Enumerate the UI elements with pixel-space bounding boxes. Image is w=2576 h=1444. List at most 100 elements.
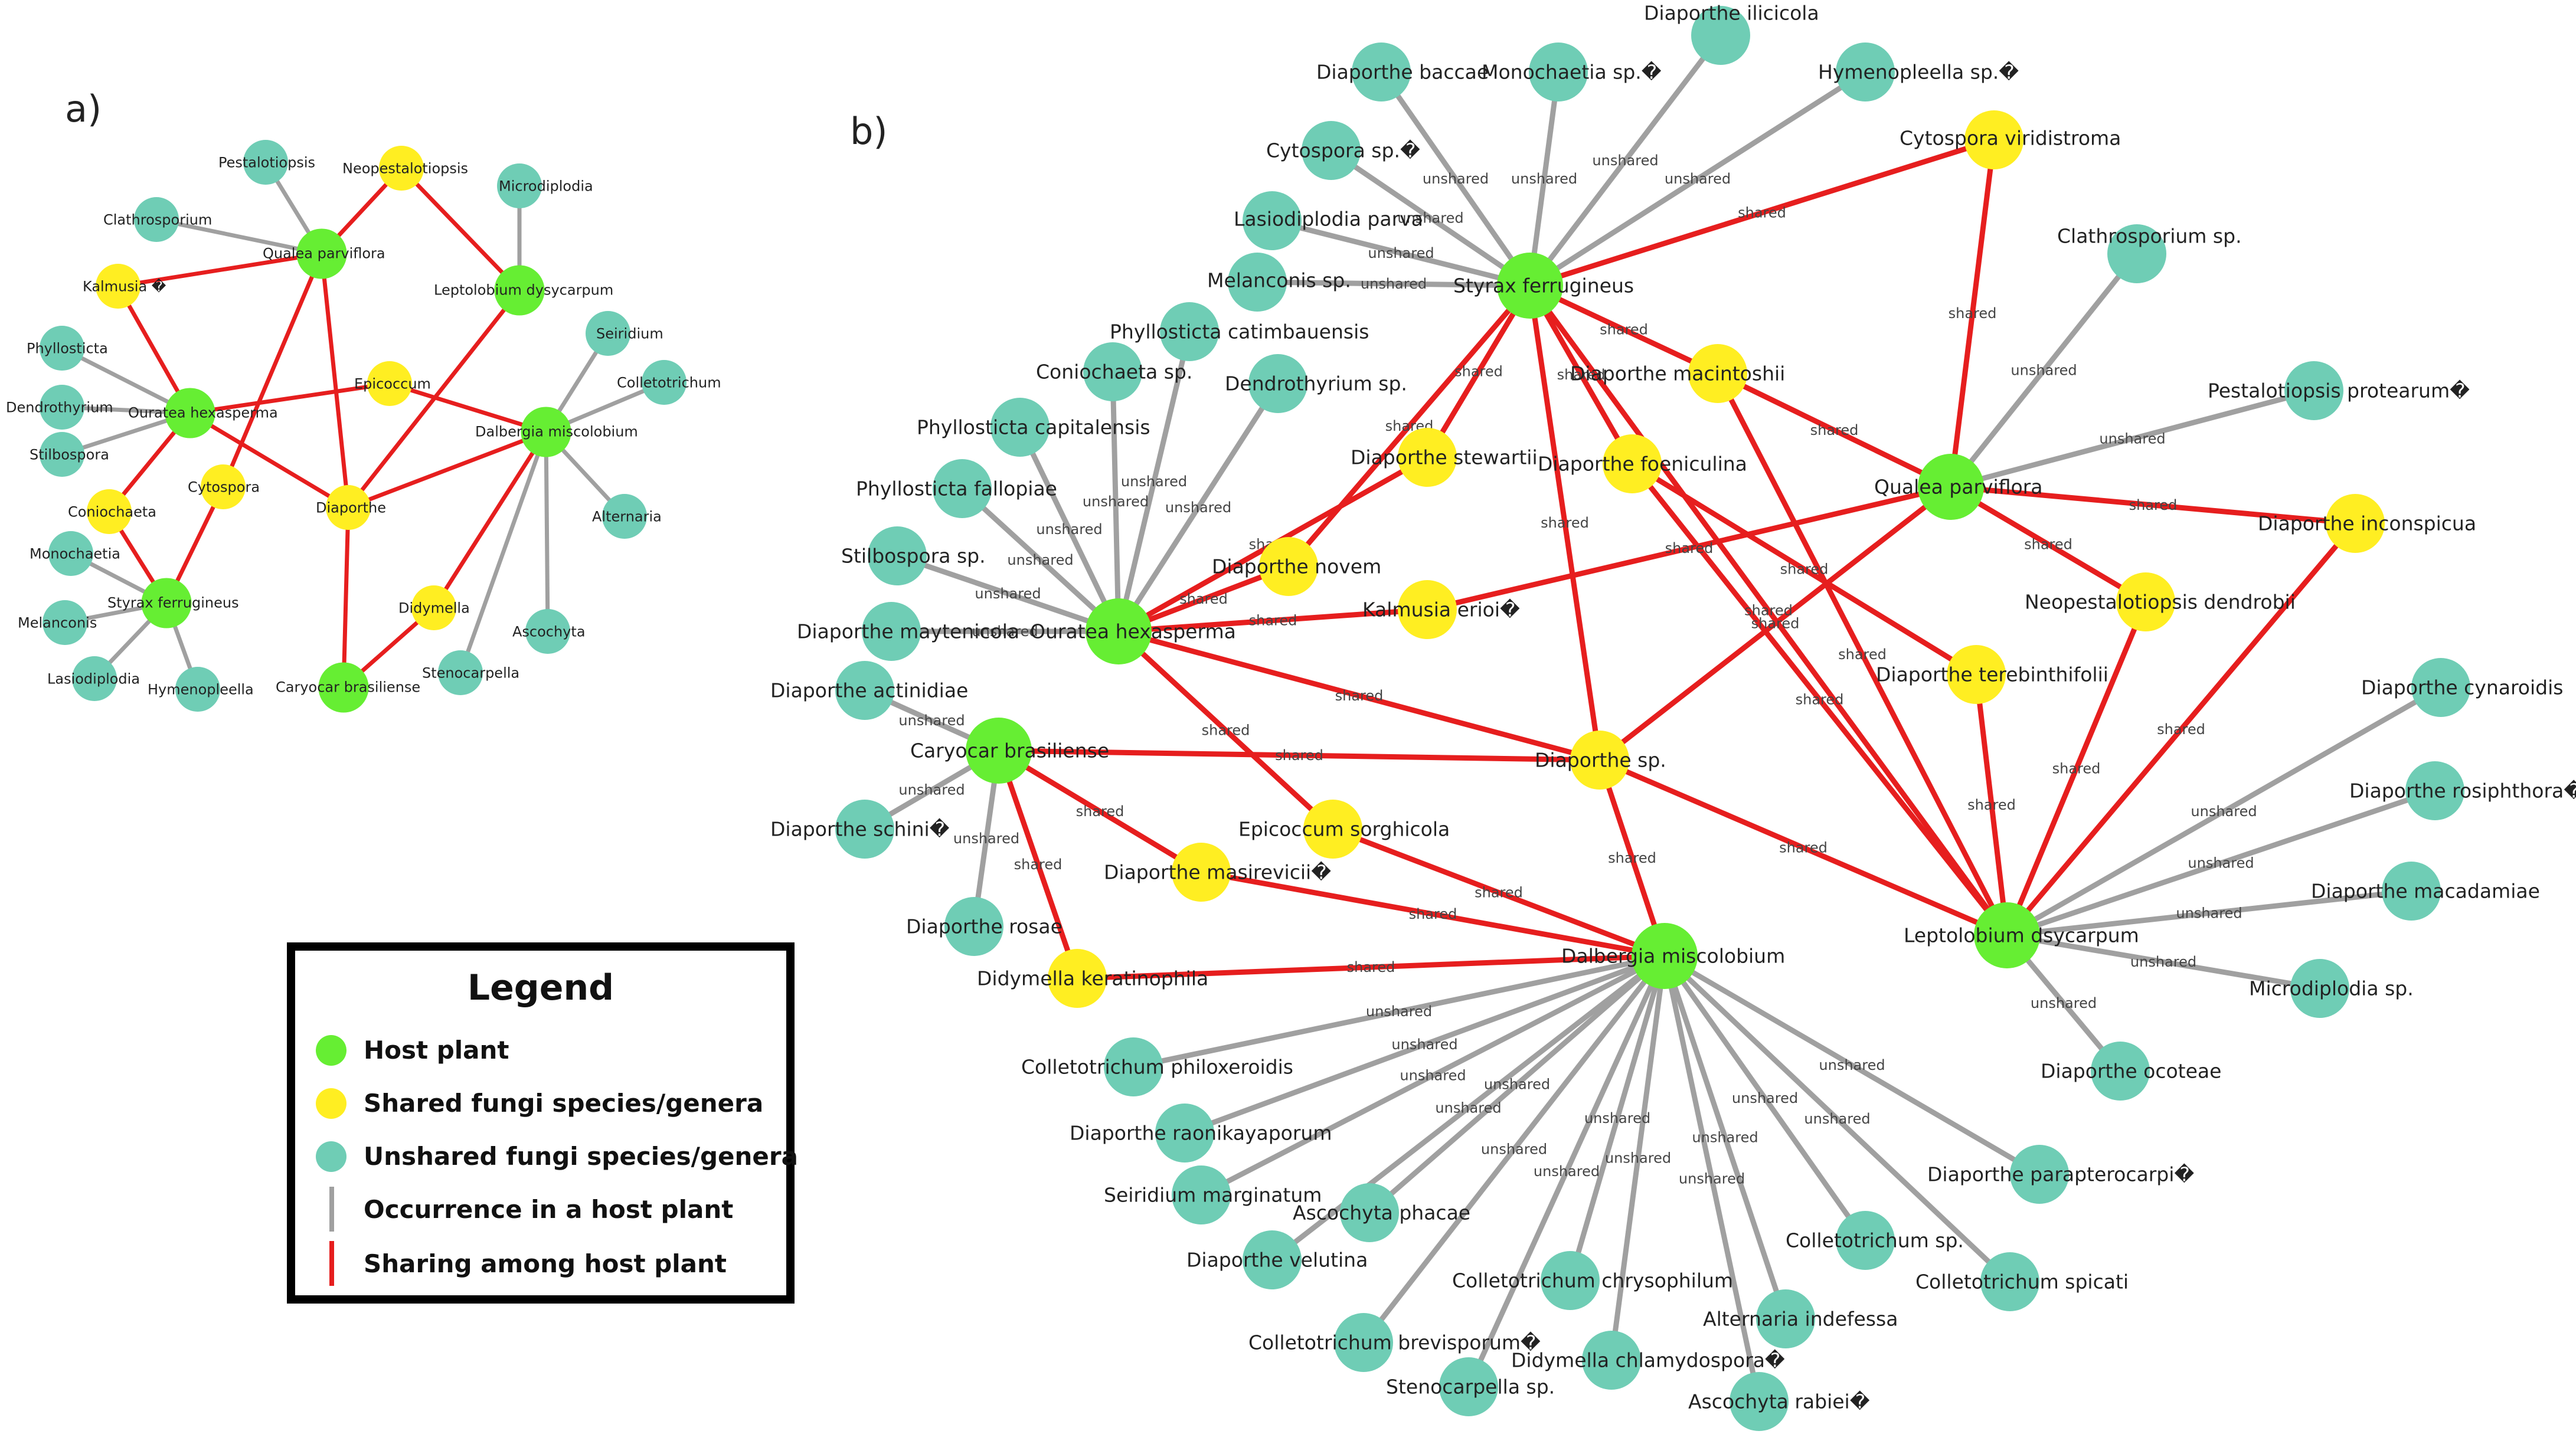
unshared-node: Lasiodiplodia bbox=[47, 656, 140, 701]
unshared-node-circle bbox=[1529, 42, 1588, 101]
unshared-node: Colletotrichum brevisporum� bbox=[1248, 1313, 1541, 1372]
unshared-node-circle bbox=[2284, 361, 2343, 420]
node-label: Diaporthe maytenicola bbox=[797, 620, 1019, 643]
edge-label: shared bbox=[1541, 515, 1589, 531]
shared-node: Epicoccum sorghicola bbox=[1238, 800, 1450, 859]
unshared-edge bbox=[2005, 685, 2443, 938]
shared-node: Diaporthe bbox=[316, 485, 386, 530]
node-label: Monochaetia bbox=[30, 545, 120, 562]
unshared-node-circle bbox=[2382, 862, 2441, 921]
shared-edge bbox=[117, 251, 322, 289]
host-node-circle bbox=[165, 388, 215, 438]
shared-node: Didymella bbox=[398, 585, 470, 630]
unshared-node: Diaporthe ocoteae bbox=[2041, 1042, 2221, 1101]
unshared-edge bbox=[1017, 426, 1122, 633]
host-node-circle bbox=[1918, 454, 1984, 520]
unshared-edge bbox=[1466, 955, 1668, 1388]
unshared-node-circle bbox=[1340, 1183, 1399, 1242]
unshared-node-circle bbox=[1083, 342, 1142, 401]
edge-label: shared bbox=[2157, 721, 2205, 738]
unshared-node-circle bbox=[40, 385, 84, 430]
shared-edge bbox=[998, 748, 1600, 763]
node-label: Clathrosporium sp. bbox=[2057, 225, 2242, 248]
shared-edge bbox=[341, 507, 351, 688]
edge-label: unshared bbox=[1083, 493, 1149, 510]
host-node: Ouratea hexasperma bbox=[1030, 598, 1236, 664]
host-node: Dalbergia miscolobium bbox=[475, 407, 638, 457]
node-label: Dendrothyrium bbox=[6, 399, 113, 415]
edge-label: shared bbox=[1202, 722, 1250, 739]
shared-edge bbox=[1425, 284, 1532, 459]
edge-label: unshared bbox=[2011, 362, 2077, 379]
unshared-node: Stilbospora sp. bbox=[841, 526, 986, 585]
unshared-node: Pestalotiopsis protearum� bbox=[2208, 361, 2470, 420]
unshared-node-circle bbox=[990, 398, 1050, 457]
unshared-node-circle bbox=[43, 600, 87, 645]
unshared-edge bbox=[458, 431, 548, 674]
unshared-node-circle bbox=[862, 602, 921, 661]
host-node: Styrax ferrugineus bbox=[107, 578, 239, 628]
unshared-node: Diaporthe rosae bbox=[906, 897, 1063, 956]
shared-edge bbox=[1949, 484, 2147, 604]
unshared-node-circle bbox=[642, 360, 687, 405]
unshared-node-circle bbox=[2091, 1042, 2150, 1101]
shared-node: Neopestalotiopsis bbox=[342, 146, 468, 191]
unshared-edge bbox=[1133, 953, 1665, 1070]
shared-edge bbox=[1715, 372, 2010, 937]
edge-label: unshared bbox=[1397, 210, 1463, 227]
panel-b-label: b) bbox=[850, 110, 888, 153]
edge-label: shared bbox=[1454, 364, 1503, 380]
node-label: Diaporthe parapterocarpi� bbox=[1927, 1163, 2194, 1186]
host-node-circle bbox=[141, 578, 192, 628]
unshared-node: Monochaetia bbox=[30, 531, 120, 576]
host-plant-dot-icon bbox=[316, 1035, 346, 1066]
shared-node: Diaporthe masirevicii� bbox=[1104, 843, 1331, 902]
unshared-node-circle bbox=[835, 800, 894, 859]
unshared-node: Phyllosticta capitalensis bbox=[917, 398, 1150, 457]
shared-edge bbox=[1973, 674, 2010, 936]
shared-fungi-dot-icon bbox=[316, 1088, 346, 1119]
unshared-node-circle bbox=[438, 650, 483, 695]
edge-label: unshared bbox=[2188, 855, 2254, 872]
edge-label: unshared bbox=[898, 782, 965, 798]
shared-node: Didymella keratinophila bbox=[977, 949, 1208, 1008]
unshared-node-circle bbox=[1155, 1104, 1214, 1163]
unshared-edge bbox=[2006, 888, 2412, 938]
shared-edge bbox=[347, 430, 547, 510]
edge-label: unshared bbox=[1484, 1076, 1550, 1093]
unshared-node: Diaporthe raonikayaporum bbox=[1070, 1104, 1332, 1163]
edge-label: shared bbox=[1475, 885, 1523, 901]
unshared-node: Seiridium marginatum bbox=[1104, 1165, 1322, 1224]
host-node-circle bbox=[1974, 902, 2040, 968]
unshared-edge bbox=[1528, 70, 1867, 288]
unshared-node: Colletotrichum spicati bbox=[1915, 1252, 2129, 1311]
unshared-edge bbox=[1662, 954, 2012, 1284]
unshared-node: Dendrothyrium bbox=[6, 385, 113, 430]
node-label: Kalmusia erioi� bbox=[1362, 598, 1520, 621]
edge-label: shared bbox=[1409, 906, 1457, 922]
unshared-edge bbox=[1609, 955, 1668, 1361]
unshared-node-circle bbox=[243, 140, 288, 185]
node-label: Colletotrichum bbox=[617, 374, 721, 391]
shared-edge bbox=[432, 431, 548, 609]
unshared-node: Colletotrichum chrysophilum bbox=[1452, 1251, 1733, 1310]
shared-edge bbox=[996, 749, 1080, 980]
unshared-node-circle bbox=[1334, 1313, 1393, 1372]
unshared-node-circle bbox=[2107, 224, 2166, 283]
node-label: Diaporthe rosae bbox=[906, 915, 1063, 938]
shared-node: Diaporthe stewartii bbox=[1351, 428, 1538, 487]
unshared-node: Alternaria indefessa bbox=[1703, 1289, 1898, 1348]
unshared-edge bbox=[1257, 279, 1531, 289]
unshared-node: Diaporthe schini� bbox=[770, 800, 950, 859]
unshared-edge bbox=[1270, 954, 1666, 1262]
node-label: Diaporthe raonikayaporum bbox=[1070, 1122, 1332, 1145]
unshared-node: Clathrosporium sp. bbox=[2057, 224, 2242, 283]
shared-edge bbox=[1597, 759, 1668, 957]
node-label: Diaporthe rosiphthora� bbox=[2349, 780, 2576, 803]
unshared-node: Stenocarpella bbox=[422, 650, 519, 695]
legend-label: Occurrence in a host plant bbox=[364, 1194, 734, 1224]
edge-label: shared bbox=[1608, 850, 1656, 866]
shared-node-circle bbox=[2116, 572, 2175, 631]
shared-node: Neopestalotiopsis dendrobii bbox=[2025, 572, 2296, 631]
